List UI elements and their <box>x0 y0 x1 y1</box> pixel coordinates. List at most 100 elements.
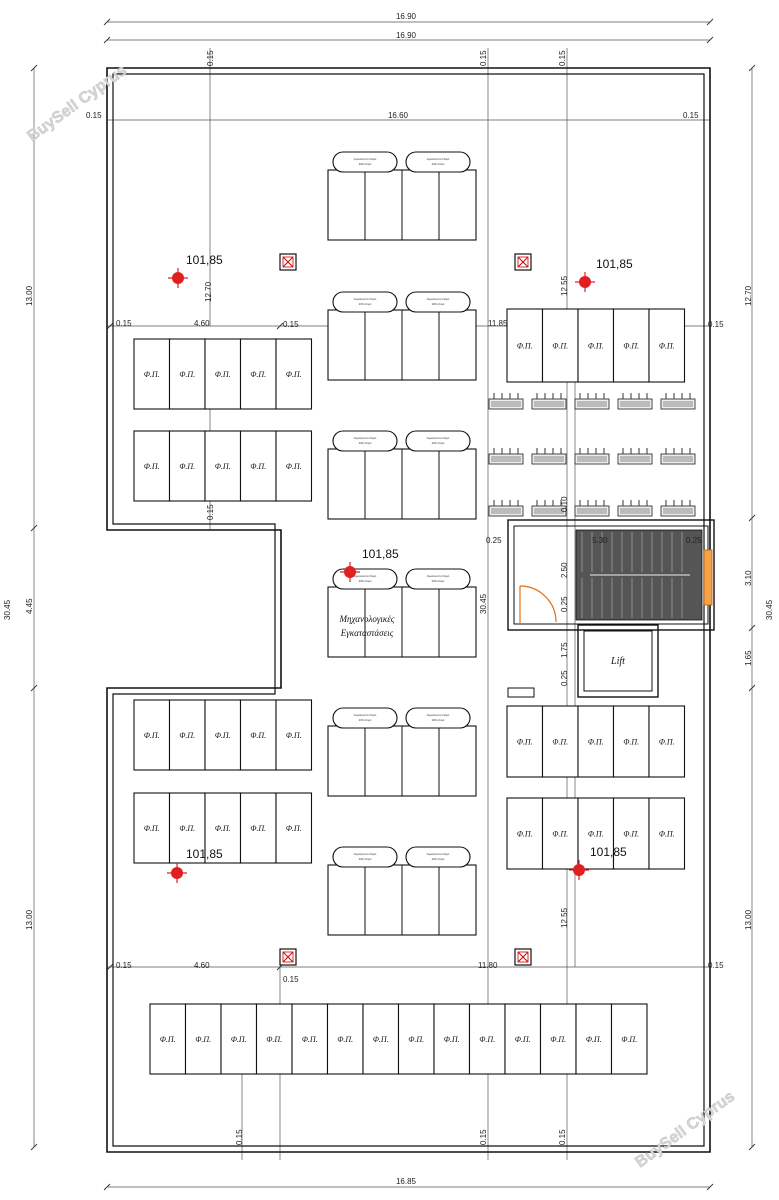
dim-right-stair: 3.10 <box>744 570 753 586</box>
tank-label: Αγκολυιστο Νερό <box>354 713 377 717</box>
solar-panel-label: Φ.Π. <box>337 1035 353 1044</box>
dim-right-lift: 1.65 <box>744 650 753 666</box>
tank-label: Αγκολυιστο Νερό <box>427 852 450 856</box>
dim-right-bottom: 13.00 <box>744 909 753 930</box>
tank-label: Αγκολυιστο Νερό <box>354 574 377 578</box>
solar-panel: Φ.Π. <box>275 338 313 410</box>
tank-label: Αγκολυιστο Νερό <box>354 852 377 856</box>
tank-label: Αγκολυιστο Νερό <box>427 574 450 578</box>
level-value: 101,85 <box>186 847 223 861</box>
roof-parapet-outer <box>106 67 711 1153</box>
solar-panel: Φ.Π. <box>275 792 313 864</box>
tank-label: Αγκολυιστο Νερό <box>354 297 377 301</box>
solar-panel: Φ.Π. <box>612 705 650 778</box>
solar-panel: Φ.Π. <box>506 797 544 870</box>
machine-room-line-2: Εγκαταστάσεις <box>340 628 394 638</box>
solar-panel-label: Φ.Π. <box>250 370 266 379</box>
dim-wall-v6: 0.15 <box>479 1129 488 1145</box>
solar-panel-label: Φ.Π. <box>215 824 231 833</box>
solar-panel-label: Φ.Π. <box>144 462 160 471</box>
tank-capacity: 200 λίτρα <box>432 857 445 861</box>
solar-panel: Φ.Π. <box>577 308 615 383</box>
solar-panel-label: Φ.Π. <box>550 1035 566 1044</box>
ac-unit-array <box>488 393 696 517</box>
solar-panel-label: Φ.Π. <box>623 830 639 839</box>
solar-panel: Φ.Π. <box>239 699 277 771</box>
solar-panel-label: Φ.Π. <box>623 738 639 747</box>
solar-panel-label: Φ.Π. <box>517 738 533 747</box>
solar-panel: Φ.Π. <box>133 338 171 410</box>
dim-wall-v1: 0.15 <box>206 50 215 66</box>
solar-panel-label: Φ.Π. <box>659 830 675 839</box>
solar-panel-label: Φ.Π. <box>250 824 266 833</box>
solar-panel: Φ.Π. <box>204 338 242 410</box>
solar-panel-label: Φ.Π. <box>160 1035 176 1044</box>
solar-panel: Φ.Π. <box>468 1003 506 1075</box>
tank-label: Αγκολυιστο Νερό <box>354 436 377 440</box>
solar-panel: Φ.Π. <box>326 1003 364 1075</box>
solar-panel: Φ.Π. <box>133 792 171 864</box>
solar-panel: Φ.Π. <box>239 792 277 864</box>
solar-panel: Φ.Π. <box>575 1003 613 1075</box>
lift-shaft <box>507 624 659 698</box>
solar-panel-label: Φ.Π. <box>286 824 302 833</box>
tank-capacity: 200 λίτρα <box>432 718 445 722</box>
solar-panel: Φ.Π. <box>275 430 313 502</box>
ac-unit <box>531 393 567 410</box>
level-marker: 101,85 <box>167 847 223 883</box>
solar-panel-label: Φ.Π. <box>144 824 160 833</box>
dim-stair-len: 2.50 <box>560 562 569 578</box>
dim-left-seg-lower: 4.60 <box>194 961 210 970</box>
door-swing <box>519 585 557 623</box>
watermark-top: BuySell Cyprus <box>24 62 130 145</box>
solar-panel: Φ.Π. <box>184 1003 222 1075</box>
dim-wall-v4: 0.15 <box>206 504 215 520</box>
ac-unit <box>660 500 696 517</box>
solar-panel-label: Φ.Π. <box>659 738 675 747</box>
dim-left-seg-upper: 4.60 <box>194 319 210 328</box>
solar-panel-label: Φ.Π. <box>552 830 568 839</box>
solar-panel: Φ.Π. <box>577 705 615 778</box>
ac-unit <box>660 448 696 465</box>
solar-panel: Φ.Π. <box>168 792 206 864</box>
solar-panel-label: Φ.Π. <box>517 342 533 351</box>
solar-panel-label: Φ.Π. <box>286 462 302 471</box>
roof-drain <box>514 948 532 966</box>
solar-panel: Φ.Π. <box>539 1003 577 1075</box>
dim-upper-height-right: 12.55 <box>560 275 569 296</box>
dim-wall-lower-b: 0.15 <box>283 975 299 984</box>
dim-wall-upper-b: 0.15 <box>283 320 299 329</box>
machine-room-line-1: Μηχανολογικές <box>339 614 395 624</box>
solar-panel: Φ.Π. <box>291 1003 329 1075</box>
tank-label: Αγκολυιστο Νερό <box>427 297 450 301</box>
solar-panel: Φ.Π. <box>610 1003 648 1075</box>
dim-stair-gap: 0.10 <box>560 496 569 512</box>
dim-wall-v7: 0.15 <box>558 1129 567 1145</box>
solar-panel-label: Φ.Π. <box>215 462 231 471</box>
solar-panel-label: Φ.Π. <box>552 342 568 351</box>
solar-panel: Φ.Π. <box>504 1003 542 1075</box>
tank-capacity: 200 λίτρα <box>359 162 372 166</box>
solar-panel-label: Φ.Π. <box>588 738 604 747</box>
roof-drain <box>279 948 297 966</box>
tank-capacity: 200 λίτρα <box>359 441 372 445</box>
ac-unit <box>488 448 524 465</box>
solar-panel-label: Φ.Π. <box>215 370 231 379</box>
solar-panel: Φ.Π. <box>648 705 686 778</box>
solar-panel-label: Φ.Π. <box>588 342 604 351</box>
tank-label: Αγκολυιστο Νερό <box>427 157 450 161</box>
tank-label: Αγκολυιστο Νερό <box>354 157 377 161</box>
solar-panel: Φ.Π. <box>133 699 171 771</box>
solar-panel-label: Φ.Π. <box>408 1035 424 1044</box>
solar-panel-label: Φ.Π. <box>479 1035 495 1044</box>
ac-unit <box>574 448 610 465</box>
solar-panel: Φ.Π. <box>168 338 206 410</box>
solar-panel: Φ.Π. <box>397 1003 435 1075</box>
solar-panel-label: Φ.Π. <box>302 1035 318 1044</box>
dimension-ticks <box>30 18 756 1191</box>
level-marker: 101,85 <box>340 547 399 582</box>
